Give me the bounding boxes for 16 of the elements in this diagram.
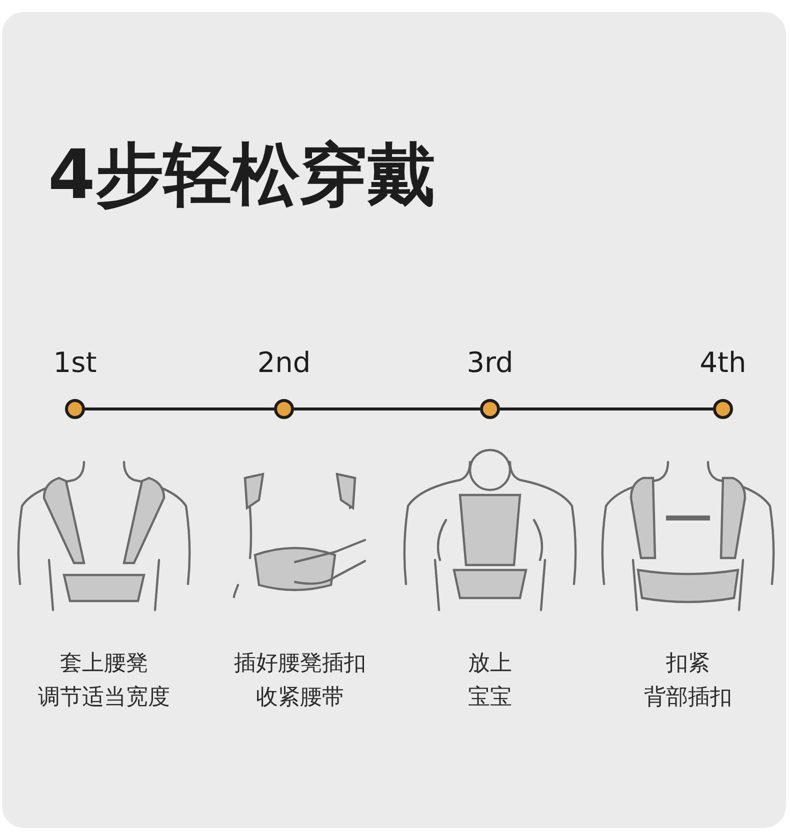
timeline-line bbox=[85, 408, 274, 410]
step-caption: 收紧腰带 bbox=[255, 684, 345, 712]
step-caption: 扣紧 bbox=[665, 650, 711, 678]
step-label: 2nd bbox=[256, 346, 312, 379]
step-label: 3rd bbox=[466, 346, 514, 379]
timeline-line bbox=[500, 408, 713, 410]
step-caption: 套上腰凳 bbox=[59, 650, 149, 678]
step-label: 4th bbox=[698, 346, 748, 379]
timeline-line bbox=[294, 408, 480, 410]
step-caption: 放上 bbox=[467, 650, 513, 678]
title: 4步轻松穿戴 bbox=[48, 135, 436, 217]
step-caption: 插好腰凳插扣 bbox=[233, 650, 367, 678]
step-label: 1st bbox=[52, 346, 98, 379]
step-caption: 宝宝 bbox=[467, 684, 513, 712]
step-caption: 调节适当宽度 bbox=[37, 684, 171, 712]
step-caption: 背部插扣 bbox=[643, 684, 733, 712]
